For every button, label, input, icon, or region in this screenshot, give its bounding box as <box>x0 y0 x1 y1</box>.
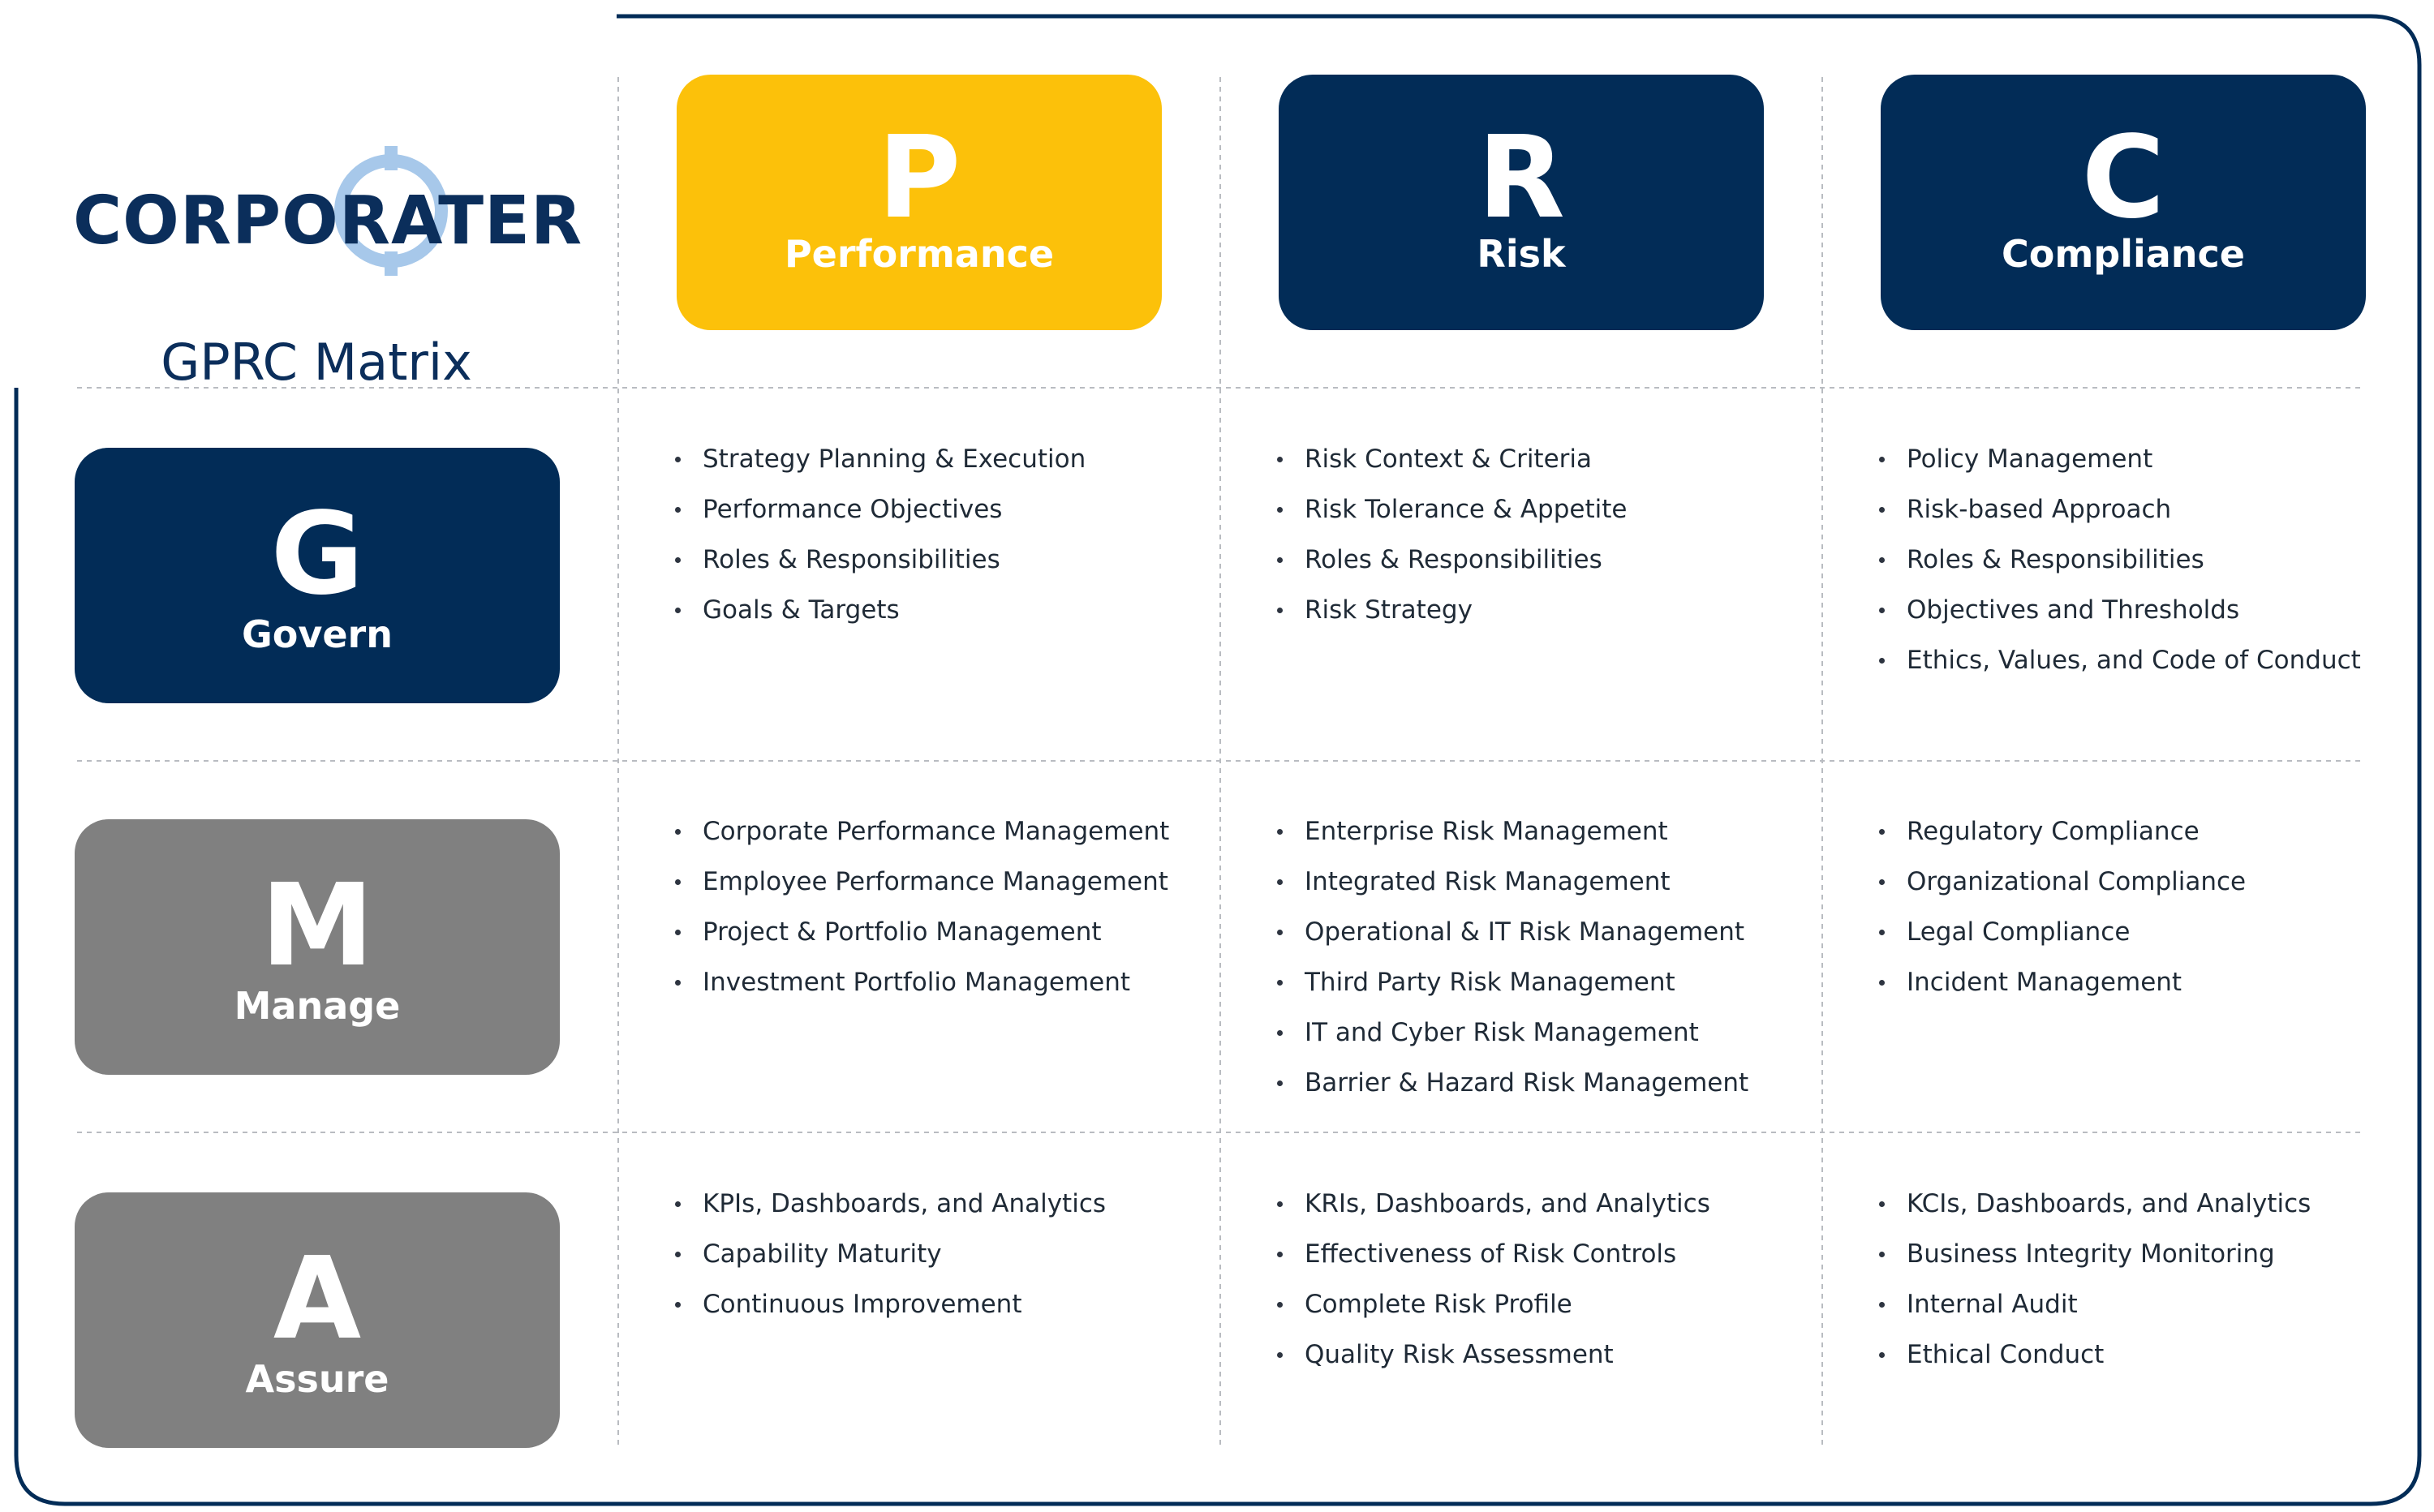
row-tile-manage: M Manage <box>75 819 560 1075</box>
list-item: Incident Management <box>1877 957 2413 1007</box>
list-item: Performance Objectives <box>673 484 1209 535</box>
logo-ring-icon <box>334 146 448 276</box>
list-item: Roles & Responsibilities <box>1877 535 2413 585</box>
column-label: Performance <box>784 232 1055 276</box>
list-item: Barrier & Hazard Risk Management <box>1275 1058 1811 1108</box>
row-label: Govern <box>242 612 393 656</box>
list-item: Business Integrity Monitoring <box>1877 1229 2413 1279</box>
list-item: Capability Maturity <box>673 1229 1209 1279</box>
cell-assure-compliance: KCIs, Dashboards, and Analytics Business… <box>1877 1179 2413 1380</box>
list-item: Operational & IT Risk Management <box>1275 907 1811 957</box>
list-item: Continuous Improvement <box>673 1279 1209 1329</box>
list-item: Roles & Responsibilities <box>1275 535 1811 585</box>
row-tile-govern: G Govern <box>75 448 560 703</box>
list-item: Legal Compliance <box>1877 907 2413 957</box>
cell-assure-performance: KPIs, Dashboards, and Analytics Capabili… <box>673 1179 1209 1329</box>
cell-govern-performance: Strategy Planning & Execution Performanc… <box>673 434 1209 635</box>
list-item: Quality Risk Assessment <box>1275 1329 1811 1380</box>
cell-manage-performance: Corporate Performance Management Employe… <box>673 806 1209 1007</box>
column-tile-risk: R Risk <box>1279 75 1764 330</box>
list-item: Internal Audit <box>1877 1279 2413 1329</box>
column-letter: C <box>2081 112 2165 244</box>
corporater-logo: CORPORATER GPRC Matrix <box>73 65 583 392</box>
list-item: Regulatory Compliance <box>1877 806 2413 857</box>
row-label: Manage <box>234 984 401 1028</box>
list-item: Ethics, Values, and Code of Conduct <box>1877 635 2413 685</box>
list-item: KRIs, Dashboards, and Analytics <box>1275 1179 1811 1229</box>
column-label: Risk <box>1477 232 1566 276</box>
list-item: KCIs, Dashboards, and Analytics <box>1877 1179 2413 1229</box>
list-item: Strategy Planning & Execution <box>673 434 1209 484</box>
column-label: Compliance <box>2001 232 2245 276</box>
column-tile-compliance: C Compliance <box>1881 75 2366 330</box>
list-item: Investment Portfolio Management <box>673 957 1209 1007</box>
row-letter: A <box>273 1233 362 1365</box>
list-item: Goals & Targets <box>673 585 1209 635</box>
list-item: Corporate Performance Management <box>673 806 1209 857</box>
list-item: Objectives and Thresholds <box>1877 585 2413 635</box>
list-item: Risk Context & Criteria <box>1275 434 1811 484</box>
list-item: Integrated Risk Management <box>1275 857 1811 907</box>
list-item: IT and Cyber Risk Management <box>1275 1007 1811 1058</box>
list-item: Enterprise Risk Management <box>1275 806 1811 857</box>
row-tile-assure: A Assure <box>75 1192 560 1448</box>
row-letter: M <box>260 860 374 992</box>
list-item: Organizational Compliance <box>1877 857 2413 907</box>
column-letter: R <box>1477 112 1565 244</box>
list-item: Effectiveness of Risk Controls <box>1275 1229 1811 1279</box>
column-tile-performance: P Performance <box>677 75 1162 330</box>
list-item: Complete Risk Profile <box>1275 1279 1811 1329</box>
column-letter: P <box>877 112 961 244</box>
list-item: Third Party Risk Management <box>1275 957 1811 1007</box>
list-item: Project & Portfolio Management <box>673 907 1209 957</box>
row-label: Assure <box>245 1357 389 1401</box>
list-item: Roles & Responsibilities <box>673 535 1209 585</box>
list-item: Ethical Conduct <box>1877 1329 2413 1380</box>
list-item: Risk-based Approach <box>1877 484 2413 535</box>
cell-manage-compliance: Regulatory Compliance Organizational Com… <box>1877 806 2413 1007</box>
cell-govern-compliance: Policy Management Risk-based Approach Ro… <box>1877 434 2413 685</box>
list-item: Employee Performance Management <box>673 857 1209 907</box>
list-item: KPIs, Dashboards, and Analytics <box>673 1179 1209 1229</box>
list-item: Risk Tolerance & Appetite <box>1275 484 1811 535</box>
logo-wordmark: CORPORATER <box>73 183 583 260</box>
list-item: Risk Strategy <box>1275 585 1811 635</box>
cell-govern-risk: Risk Context & Criteria Risk Tolerance &… <box>1275 434 1811 635</box>
cell-assure-risk: KRIs, Dashboards, and Analytics Effectiv… <box>1275 1179 1811 1380</box>
cell-manage-risk: Enterprise Risk Management Integrated Ri… <box>1275 806 1811 1108</box>
matrix-title: GPRC Matrix <box>161 333 472 392</box>
row-letter: G <box>270 488 364 621</box>
list-item: Policy Management <box>1877 434 2413 484</box>
